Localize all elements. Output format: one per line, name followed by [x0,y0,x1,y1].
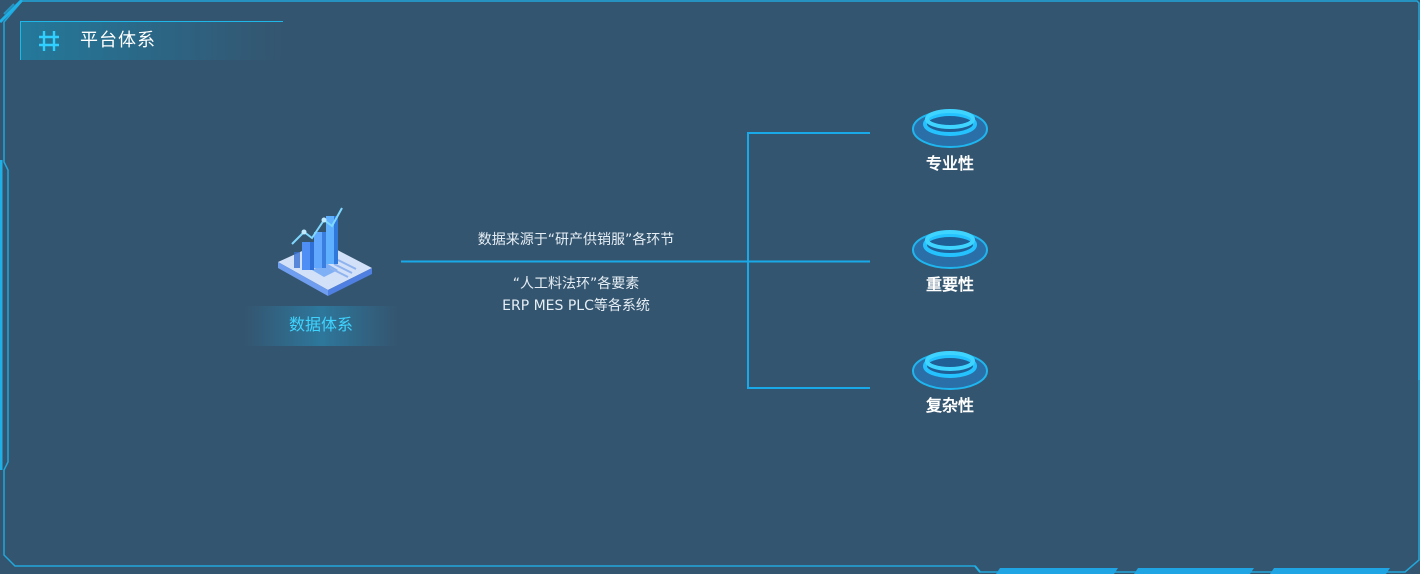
ring-disc-icon [912,230,988,269]
target-label-2: 重要性 [925,275,974,294]
target-label-3: 复杂性 [925,396,974,415]
title-tab [20,21,283,60]
description-line-3: ERP MES PLC等各系统 [502,298,650,314]
description-line-2: “人工料法环”各要素 [512,276,640,292]
ring-disc-icon [912,351,988,390]
grid-hash-icon [39,31,59,51]
ring-disc-icon [912,109,988,148]
panel-title: 平台体系 [80,30,156,51]
target-label-1: 专业性 [925,154,974,173]
source-label: 数据体系 [288,315,353,334]
bar-chart-dashboard-icon [278,207,372,296]
source-label-bar [244,306,398,346]
description-line-1: 数据来源于“研产供销服”各环节 [477,232,675,248]
